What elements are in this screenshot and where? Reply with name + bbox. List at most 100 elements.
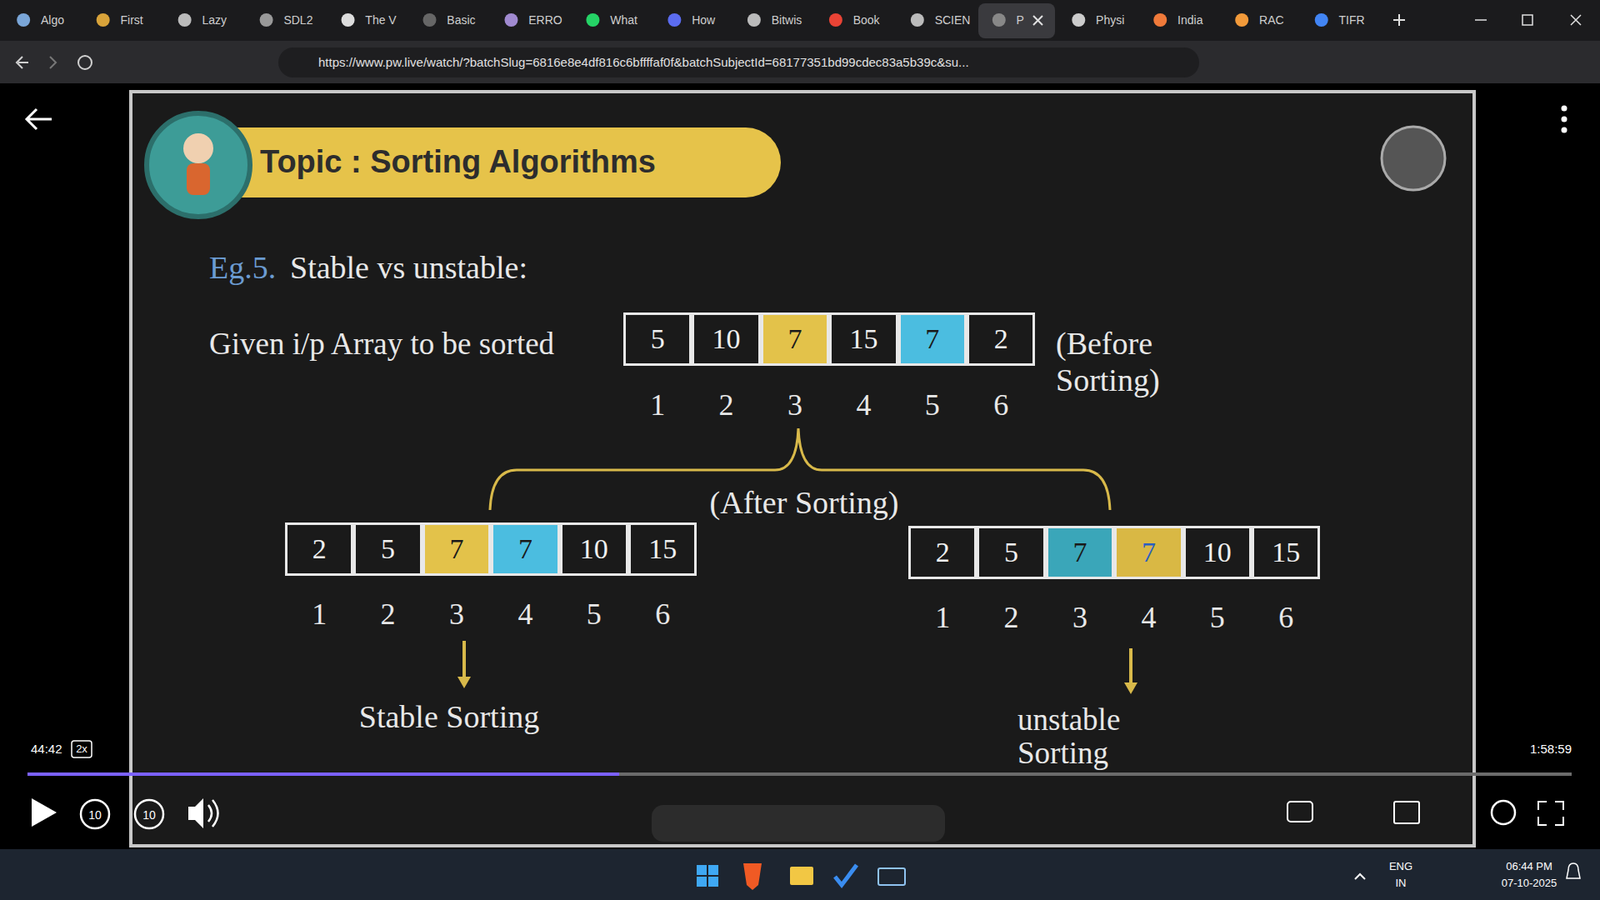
tab-favicon [667, 13, 681, 27]
cell-value: 15 [1271, 536, 1300, 569]
array-cell: 15 [829, 312, 898, 366]
progress-played [27, 772, 620, 776]
tab-title: Bitwis [771, 13, 803, 27]
speed-box [71, 740, 92, 758]
reload-icon [78, 55, 92, 70]
tab-title: How [691, 13, 715, 27]
array-cell: 2 [966, 312, 1035, 366]
down-arrow [1129, 648, 1133, 685]
nav-back [16, 56, 29, 69]
cell-value: 10 [1203, 536, 1232, 569]
index-number: 6 [993, 388, 1009, 423]
index-number: 4 [1140, 600, 1156, 635]
active-tab [978, 3, 1055, 39]
video-area [0, 83, 1600, 850]
array-cell: 10 [691, 312, 760, 366]
tab-favicon [747, 13, 761, 27]
cell-value: 7 [449, 533, 464, 565]
menu-dot [1561, 127, 1568, 134]
cell-value: 5 [380, 533, 395, 565]
down-arrow [462, 640, 466, 679]
play-icon [31, 798, 57, 827]
cell-value: 10 [580, 533, 609, 565]
index-number: 2 [1004, 600, 1020, 635]
index-number: 5 [586, 597, 602, 632]
result-label: Stable Sorting [359, 699, 540, 736]
browser-icon [743, 863, 762, 890]
tab-title: Lazy [201, 13, 227, 27]
cell-value: 7 [925, 323, 940, 355]
tab-bar [0, 0, 1600, 41]
close-icon [1033, 15, 1043, 25]
player-text: 44:42 [30, 741, 63, 756]
todo-icon [835, 865, 857, 885]
tab-title: SCIEN [935, 13, 971, 27]
tab-title: TIFR [1339, 13, 1365, 27]
tab-favicon [96, 13, 110, 27]
tray-text: ENG [1389, 860, 1413, 874]
tab-title: Algo [40, 13, 65, 27]
array-cell: 7 [1114, 525, 1183, 580]
tab-title: P [1016, 13, 1025, 27]
watermark-logo [1381, 126, 1445, 190]
cell-value: 2 [994, 323, 1009, 355]
array-cell: 2 [285, 522, 354, 576]
tab-favicon [585, 13, 600, 27]
cell-value: 2 [935, 536, 950, 569]
slide [130, 91, 1475, 846]
title-band [166, 127, 781, 198]
array-cell: 10 [560, 522, 629, 576]
cell-value: 7 [1141, 536, 1156, 569]
arrow-head [457, 676, 471, 689]
tray-text: 06:44 PM [1505, 860, 1553, 874]
state-note: (Before Sorting) [1055, 325, 1198, 399]
minimize-icon [1475, 19, 1487, 21]
menu-dot [1561, 105, 1568, 112]
cell-value: 5 [1004, 536, 1019, 569]
fullscreen-icon [1538, 801, 1564, 825]
tab-favicon [1315, 13, 1329, 27]
arrow-head [1124, 682, 1138, 695]
settings-icon [1491, 800, 1515, 825]
tab-favicon [260, 13, 274, 27]
nav-forward [50, 56, 56, 69]
rewind-icon [80, 800, 110, 829]
cell-value: 5 [650, 323, 665, 355]
tab-favicon [1153, 13, 1167, 27]
index-number: 1 [935, 600, 950, 635]
index-number: 3 [787, 388, 803, 423]
index-number: 2 [719, 388, 735, 423]
array-cell: 7 [898, 312, 967, 366]
slide-title: Topic : Sorting Algorithms [260, 144, 656, 181]
volume-icon [188, 798, 204, 829]
cell-value: 15 [849, 323, 878, 355]
chat-icon [1287, 801, 1313, 822]
new-tab-icon [1393, 14, 1405, 26]
tab-title: What [610, 13, 638, 27]
tab-title: India [1177, 13, 1203, 27]
keyboard-icon [878, 868, 905, 885]
cell-value: 10 [712, 323, 741, 355]
forward-icon [135, 800, 164, 829]
mascot-head [183, 133, 214, 164]
tab-favicon [504, 13, 518, 27]
array-cell: 7 [422, 522, 491, 576]
tab-title: Basic [446, 13, 475, 27]
tab-favicon [992, 13, 1006, 27]
tray-text: 07-10-2025 [1501, 877, 1558, 890]
tab-favicon [16, 13, 30, 27]
progress-track [27, 772, 1572, 776]
index-number: 5 [1210, 600, 1225, 635]
index-number: 6 [1278, 600, 1294, 635]
tab-title: Physi [1095, 13, 1125, 27]
cell-value: 7 [787, 323, 802, 355]
skip-seconds: 10 [88, 808, 102, 822]
array-cell: 15 [628, 522, 697, 576]
array-cell: 7 [1045, 525, 1115, 580]
array-cell: 5 [623, 312, 692, 366]
tab-title: RAC [1259, 13, 1285, 27]
player-text: 1:58:59 [1530, 741, 1572, 756]
index-number: 2 [380, 597, 396, 632]
tab-favicon [423, 13, 437, 27]
